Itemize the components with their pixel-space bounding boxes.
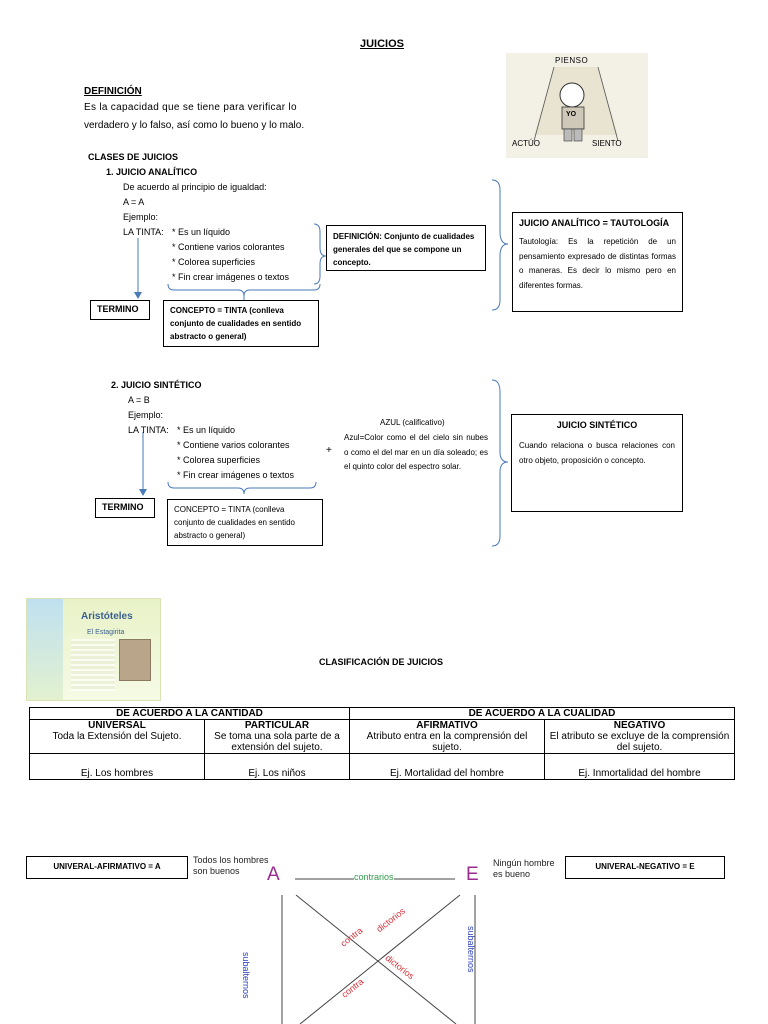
classification-table: DE ACUERDO A LA CANTIDAD DE ACUERDO A LA… bbox=[29, 707, 735, 780]
definition-line-1: Es la capacidad que se tiene para verifi… bbox=[84, 102, 297, 113]
universal-negative-box: UNIVERAL-NEGATIVO = E bbox=[565, 856, 725, 879]
thinking-boy-image: PIENSO ACTÚO SIENTO YO bbox=[506, 53, 648, 158]
synthetic-bullet: * Fin crear imágenes o textos bbox=[177, 470, 295, 480]
cartoon-label-right: SIENTO bbox=[592, 139, 622, 148]
analytic-line-1: De acuerdo al principio de igualdad: bbox=[123, 182, 267, 192]
letter-e: E bbox=[466, 864, 479, 885]
synthetic-bullet: * Contiene varios colorantes bbox=[177, 440, 290, 450]
page-title: JUICIOS bbox=[360, 38, 405, 50]
plus-sign: + bbox=[326, 445, 332, 456]
aristotle-slide-image: Aristóteles El Estagirita bbox=[26, 598, 161, 701]
classes-heading: CLASES DE JUICIOS bbox=[88, 152, 179, 162]
table-header: PARTICULAR bbox=[244, 720, 310, 731]
table-example: Ej. Inmortalidad del hombre bbox=[544, 753, 735, 780]
termino-label: TERMINO bbox=[102, 502, 144, 512]
subalternos-label-right: subalternos bbox=[466, 926, 476, 973]
analytic-connectors bbox=[134, 179, 509, 547]
termino-box: TERMINO bbox=[95, 498, 155, 518]
table-header: UNIVERSAL bbox=[88, 720, 146, 731]
analytic-tinta-label: LA TINTA: bbox=[123, 227, 164, 237]
letter-a: A bbox=[267, 864, 280, 885]
synthetic-box: JUICIO SINTÉTICO Cuando relaciona o busc… bbox=[511, 414, 683, 512]
termino-box: TERMINO bbox=[90, 300, 150, 320]
analytic-line-2: A = A bbox=[123, 197, 145, 207]
analytic-bullet: * Contiene varios colorantes bbox=[172, 242, 285, 252]
subalternos-label-left: subalternos bbox=[241, 952, 251, 999]
universal-affirmative-label: UNIVERAL-AFIRMATIVO = A bbox=[53, 862, 161, 871]
analytic-bullet: * Es un líquido bbox=[172, 227, 231, 237]
synthetic-tinta-label: LA TINTA: bbox=[128, 425, 169, 435]
table-cell: PARTICULAR Se toma una sola parte de a e… bbox=[204, 719, 350, 754]
synthetic-box-text: Cuando relaciona o busca relaciones con … bbox=[519, 441, 675, 465]
cartoon-label-top: PIENSO bbox=[555, 56, 589, 65]
synthetic-box-title: JUICIO SINTÉTICO bbox=[556, 420, 638, 430]
table-header: AFIRMATIVO bbox=[416, 720, 478, 731]
cartoon-label-left: ACTÚO bbox=[512, 139, 540, 148]
table-desc: El atributo se excluye de la comprensión… bbox=[549, 731, 730, 753]
table-desc: Se toma una sola parte de a extensión de… bbox=[214, 731, 340, 753]
concepto-text: CONCEPTO = TINTA (conlleva conjunto de c… bbox=[174, 505, 295, 540]
table-cell: NEGATIVO El atributo se excluye de la co… bbox=[544, 719, 735, 754]
affirmative-example: Todos los hombres son buenos bbox=[193, 855, 269, 876]
definition-box: DEFINICIÓN: Conjunto de cualidades gener… bbox=[326, 225, 486, 271]
synthetic-line-1: A = B bbox=[128, 395, 150, 405]
definition-box-text: DEFINICIÓN: Conjunto de cualidades gener… bbox=[333, 232, 475, 267]
concepto-box: CONCEPTO = TINTA (conlleva conjunto de c… bbox=[163, 300, 319, 347]
analytic-bullet: * Colorea superficies bbox=[172, 257, 256, 267]
synthetic-heading: 2. JUICIO SINTÉTICO bbox=[111, 380, 202, 390]
tautology-text: Tautología: Es la repetición de un pensa… bbox=[519, 237, 676, 290]
azul-title: AZUL (calificativo) bbox=[380, 418, 445, 427]
classification-title: CLASIFICACIÓN DE JUICIOS bbox=[319, 657, 444, 667]
tautology-box: JUICIO ANALÍTICO = TAUTOLOGÍA Tautología… bbox=[512, 212, 683, 312]
termino-label: TERMINO bbox=[97, 304, 139, 314]
aristotle-subtitle: El Estagirita bbox=[87, 629, 125, 636]
universal-affirmative-box: UNIVERAL-AFIRMATIVO = A bbox=[26, 856, 188, 879]
table-header: NEGATIVO bbox=[613, 720, 666, 731]
table-desc: Atributo entra en la comprensión del suj… bbox=[366, 731, 528, 753]
cartoon-shirt-label: YO bbox=[566, 111, 577, 118]
analytic-bullet: * Fin crear imágenes o textos bbox=[172, 272, 290, 282]
concepto-text: CONCEPTO = TINTA (conlleva conjunto de c… bbox=[170, 306, 302, 341]
definition-line-2: verdadero y lo falso, así como lo bueno … bbox=[84, 120, 305, 131]
table-cell: AFIRMATIVO Atributo entra en la comprens… bbox=[349, 719, 545, 754]
analytic-line-3: Ejemplo: bbox=[123, 212, 159, 222]
negative-example: Ningún hombre es bueno bbox=[493, 858, 555, 879]
definition-heading: DEFINICIÓN bbox=[84, 86, 142, 97]
azul-text: Azul=Color como el del cielo sin nubes o… bbox=[344, 433, 488, 471]
synthetic-line-2: Ejemplo: bbox=[128, 410, 164, 420]
universal-negative-label: UNIVERAL-NEGATIVO = E bbox=[595, 862, 695, 871]
table-cell: UNIVERSAL Toda la Extensión del Sujeto. bbox=[29, 719, 205, 754]
analytic-heading: 1. JUICIO ANALÍTICO bbox=[106, 167, 198, 177]
table-example: Ej. Los niños bbox=[204, 753, 350, 780]
table-example: Ej. Los hombres bbox=[29, 753, 205, 780]
concepto-box: CONCEPTO = TINTA (conlleva conjunto de c… bbox=[167, 499, 323, 546]
contrarios-label: contrarios bbox=[354, 872, 394, 882]
aristotle-title: Aristóteles bbox=[81, 611, 133, 622]
synthetic-bullet: * Es un líquido bbox=[177, 425, 236, 435]
tautology-title: JUICIO ANALÍTICO = TAUTOLOGÍA bbox=[519, 218, 670, 228]
table-desc: Toda la Extensión del Sujeto. bbox=[52, 731, 182, 742]
synthetic-bullet: * Colorea superficies bbox=[177, 455, 261, 465]
